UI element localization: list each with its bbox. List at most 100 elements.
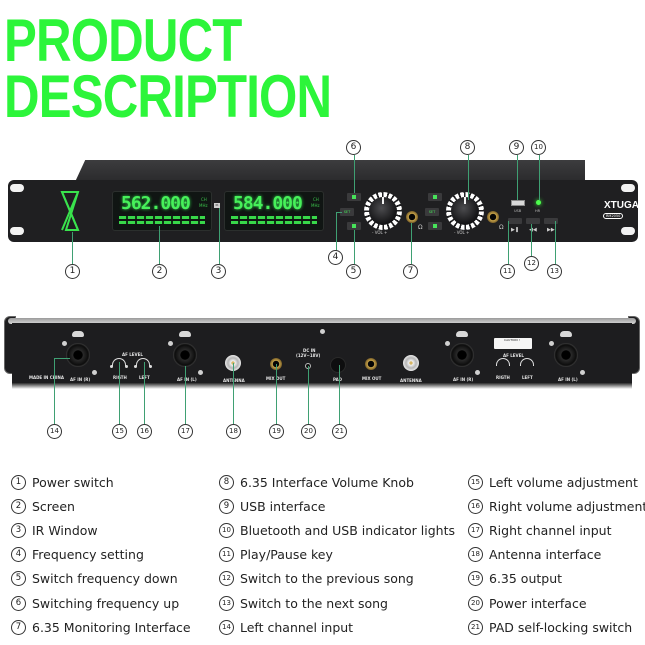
antenna-connector-2[interactable] <box>403 355 419 371</box>
rack-ear-hole <box>10 184 24 192</box>
callout-10: 10 <box>531 140 546 155</box>
play-pause-icon: ▶❚ <box>511 227 520 233</box>
right-level-trim[interactable] <box>112 358 126 366</box>
rack-ear-hole <box>10 227 24 235</box>
legend-number: 13 <box>219 595 234 611</box>
headphone-icon: Ω <box>499 224 504 231</box>
legend-label: Switch frequency down <box>32 571 178 587</box>
trim-dot <box>134 365 137 368</box>
legend-label: 6.35 Monitoring Interface <box>32 619 191 635</box>
callout-line <box>185 366 186 424</box>
callout-line <box>72 232 73 264</box>
legend-number: 18 <box>468 547 483 563</box>
legend-item: 9 USB interface <box>219 494 455 518</box>
legend-number: 16 <box>468 498 483 514</box>
legend-number: 8 <box>219 474 234 490</box>
callout-line <box>219 208 220 264</box>
callout-2: 2 <box>152 264 167 279</box>
callout-line <box>411 223 412 264</box>
callout-line <box>539 155 540 200</box>
callout-1: 1 <box>65 264 80 279</box>
af-in-label: AF IN (L) <box>177 377 197 382</box>
freq-down-button-ch1[interactable] <box>347 222 361 230</box>
legend-item: 5 Switch frequency down <box>11 567 191 591</box>
headphone-jack-ch2[interactable] <box>487 211 499 223</box>
callout-20: 20 <box>301 424 316 439</box>
screw <box>475 370 480 375</box>
xlr-input-af-in-l[interactable] <box>173 343 197 367</box>
af-in-label: AF IN (R) <box>70 377 91 382</box>
knob-indicator <box>464 197 466 204</box>
front-unit-top-cover <box>75 160 585 182</box>
right-level-trim[interactable] <box>496 358 510 366</box>
xlr-input-af-in-r-left[interactable] <box>66 343 90 367</box>
callout-18: 18 <box>226 424 241 439</box>
freq-down-button-ch2[interactable] <box>428 222 442 230</box>
legend-label: USB interface <box>240 498 326 514</box>
screw <box>549 341 554 346</box>
legend-label: Switching frequency up <box>32 595 180 611</box>
callout-line <box>276 364 277 424</box>
af-level-label: AF LEVEL <box>122 352 143 357</box>
legend-number: 9 <box>219 498 234 514</box>
previous-button[interactable] <box>526 218 540 224</box>
previous-icon: ◀◀ <box>529 227 537 233</box>
callout-4: 4 <box>328 250 343 265</box>
level-meter <box>119 221 205 224</box>
headphone-jack-ch1[interactable] <box>406 211 418 223</box>
legend-item: 13 Switch to the next song <box>219 591 455 615</box>
next-button[interactable] <box>544 218 558 224</box>
callout-19: 19 <box>269 424 284 439</box>
rack-ear-hole <box>621 227 635 235</box>
display-screen-left: 562.000 CH MHz <box>112 191 212 231</box>
set-button-ch2[interactable]: SET <box>425 208 439 216</box>
left-level-trim[interactable] <box>520 358 534 366</box>
xlr-latch <box>560 331 572 337</box>
left-level-trim[interactable] <box>136 358 150 366</box>
pad-label: PAD <box>333 377 342 382</box>
legend-number: 14 <box>219 619 234 635</box>
ir-window: IR <box>214 203 220 208</box>
xlr-input-af-in-r[interactable] <box>450 343 474 367</box>
legend-item: 8 6.35 Interface Volume Knob <box>219 470 455 494</box>
callout-line <box>354 230 355 264</box>
legend-number: 6 <box>11 595 26 611</box>
usb-port[interactable] <box>511 200 525 206</box>
legend-number: 5 <box>11 571 26 587</box>
down-arrow-icon <box>433 224 437 228</box>
set-button-ch1[interactable]: SET <box>340 208 354 216</box>
mix-out-jack-2[interactable] <box>365 358 377 370</box>
callout-16: 16 <box>137 424 152 439</box>
caution-sticker: CAUTION ! <box>494 338 532 349</box>
mix-out-label: MIX OUT <box>362 376 382 381</box>
callout-13: 13 <box>547 264 562 279</box>
frequency-readout-left: 562.000 <box>121 193 191 214</box>
pad-switch[interactable] <box>330 357 346 373</box>
play-pause-button[interactable] <box>508 218 522 224</box>
rear-bottom-shadow <box>12 383 632 389</box>
screw <box>198 370 203 375</box>
headphone-icon: Ω <box>418 224 423 231</box>
callout-line <box>336 212 342 213</box>
legend-label: 6.35 Interface Volume Knob <box>240 474 414 490</box>
power-switch-icon[interactable] <box>60 190 80 232</box>
legend-label: Switch to the next song <box>240 595 388 611</box>
rack-ear-hole <box>621 184 635 192</box>
freq-up-button-ch2[interactable] <box>428 193 442 201</box>
vol-label: - VOL + <box>454 230 470 235</box>
frequency-readout-right: 584.000 <box>233 193 303 214</box>
xlr-input-af-in-l-right[interactable] <box>554 343 578 367</box>
freq-up-button-ch1[interactable] <box>347 193 361 201</box>
af-in-label: AF IN (R) <box>453 377 474 382</box>
